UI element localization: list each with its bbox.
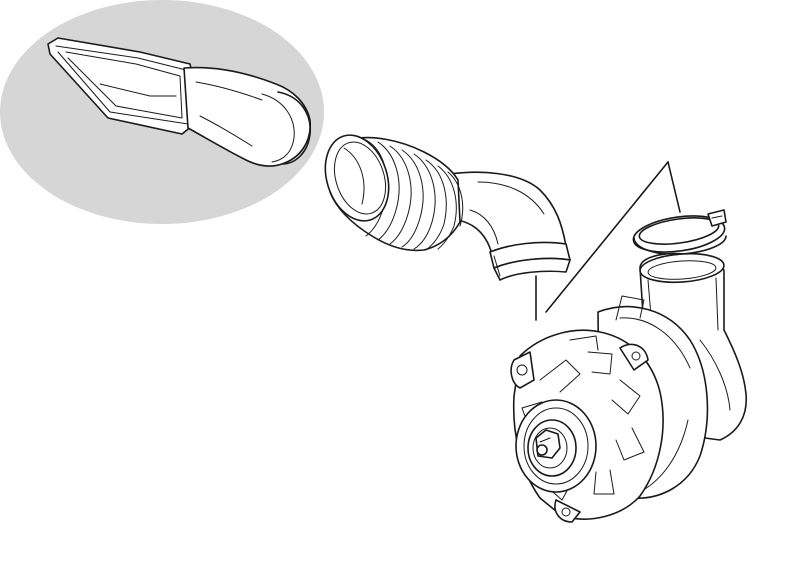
- corrugated-hose-icon: [324, 134, 571, 281]
- air-intake-duct-icon: [47, 37, 311, 167]
- alternator-icon: [510, 252, 747, 523]
- hose-clamp-icon: [632, 209, 727, 256]
- leader-lines: [535, 161, 681, 321]
- pulley: [515, 399, 597, 493]
